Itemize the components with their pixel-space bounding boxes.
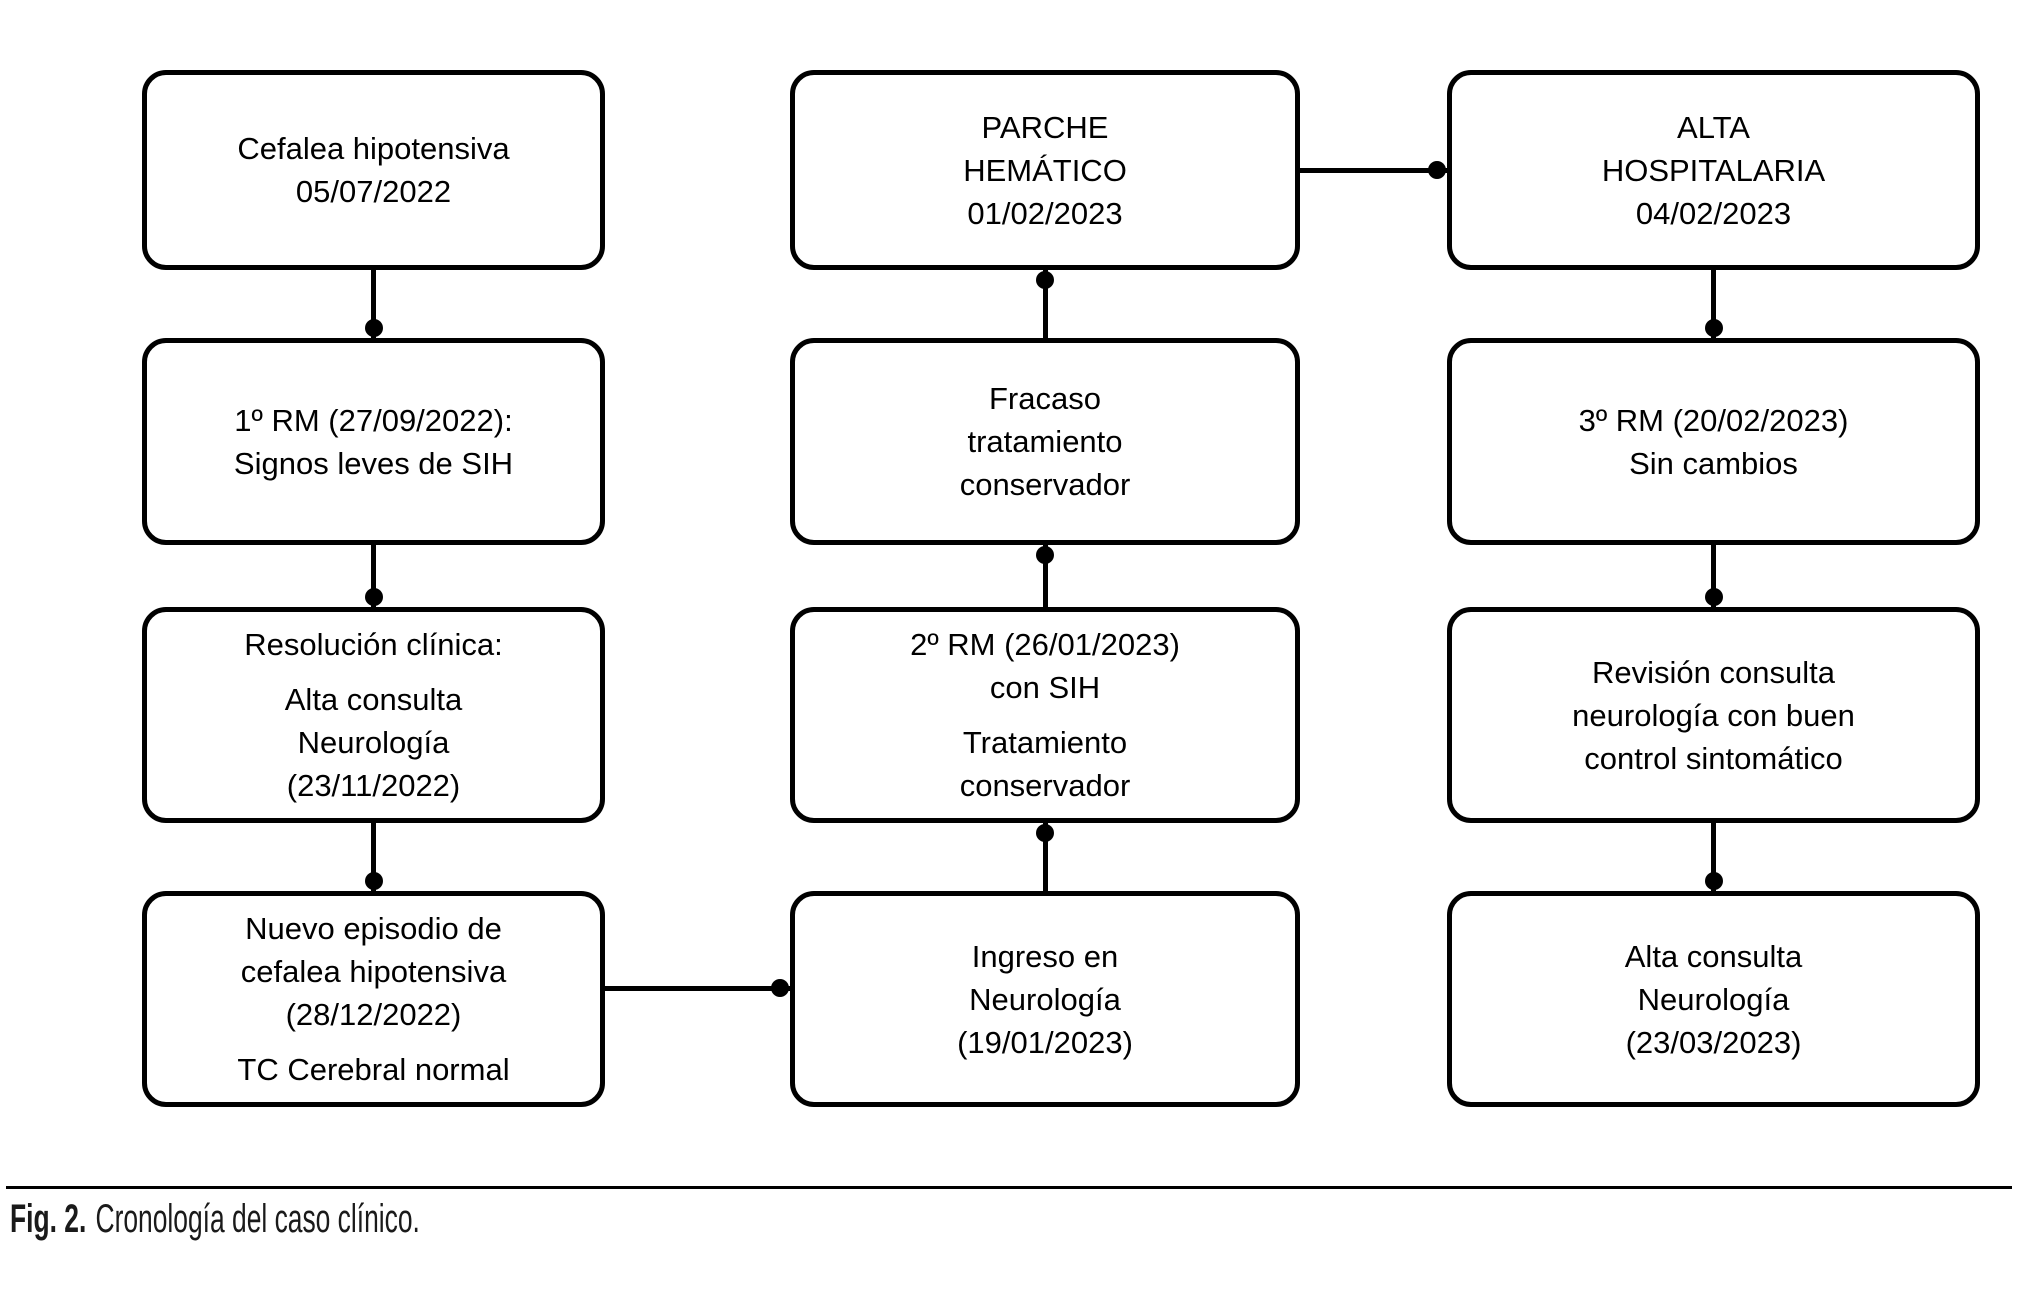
flow-line (1042, 270, 1048, 338)
box-text-line: Tratamiento (962, 725, 1128, 760)
box-text-line: control sintomático (1584, 740, 1843, 776)
box-text-line: 3º RM (20/02/2023) (1578, 402, 1849, 438)
flow-box-rm2: 2º RM (26/01/2023) con SIH Tratamiento cons… (790, 607, 1300, 823)
box-text-line: conservador (959, 768, 1131, 803)
flow-line (371, 545, 376, 607)
connector-dot (1036, 546, 1054, 564)
flow-box-alta-hospitalaria: ALTA HOSPITALARIA 04/02/2023 (1447, 70, 1980, 270)
box-text-line: HEMÁTICO (963, 152, 1127, 188)
connector-dot (1704, 588, 1723, 606)
box-text-line: Neurología (969, 981, 1121, 1017)
box-paragraph: Ingreso en Neurología (19/01/2023) (957, 935, 1133, 1064)
flow-line (1300, 167, 1447, 173)
box-text-line: Ingreso en (971, 938, 1119, 974)
flow-box-parche: PARCHE HEMÁTICO 01/02/2023 (790, 70, 1300, 270)
box-paragraph: Resolución clínica: (244, 623, 502, 666)
box-text-line: ALTA (1677, 109, 1750, 145)
flow-line (1711, 270, 1716, 338)
flow-box-rm1: 1º RM (27/09/2022): Signos leves de SIH (142, 338, 605, 545)
box-text-line: 1º RM (27/09/2022): (234, 402, 513, 438)
box-text-line: 01/02/2023 (967, 195, 1123, 231)
box-text-line: Alta consulta (1624, 938, 1803, 974)
box-text-line: HOSPITALARIA (1601, 152, 1826, 188)
connector-dot (1704, 872, 1723, 890)
box-text-line: (19/01/2023) (957, 1024, 1133, 1060)
flow-box-ingreso: Ingreso en Neurología (19/01/2023) (790, 891, 1300, 1107)
box-paragraph: 1º RM (27/09/2022): Signos leves de SIH (234, 399, 513, 485)
box-text-line: tratamiento (967, 424, 1123, 459)
flow-line (1042, 545, 1048, 607)
box-text-line: 05/07/2022 (295, 174, 452, 209)
box-paragraph: Tratamiento conservador (960, 721, 1131, 807)
box-text-line: PARCHE (981, 109, 1109, 145)
box-text-line: Revisión consulta (1592, 654, 1835, 690)
box-paragraph: Nuevo episodio de cefalea hipotensiva (28/… (241, 907, 506, 1036)
box-paragraph: Fracaso tratamiento conservador (960, 377, 1131, 506)
flow-line (1711, 823, 1716, 891)
flow-line (1711, 545, 1716, 607)
box-text-line: neurología con buen (1572, 697, 1855, 733)
figure-caption: Fig. 2.Cronología del caso clínico. (10, 1196, 420, 1242)
flow-line (371, 823, 376, 891)
flow-box-fracaso: Fracaso tratamiento conservador (790, 338, 1300, 545)
flow-line (1042, 823, 1048, 891)
connector-dot (1428, 161, 1446, 179)
box-text-line: 04/02/2023 (1635, 195, 1792, 231)
connector-dot (771, 979, 789, 997)
box-text-line: Alta consulta (284, 682, 463, 717)
flow-line (371, 270, 376, 338)
box-text-line: Neurología (1637, 981, 1790, 1017)
box-text-line: 2º RM (26/01/2023) (910, 627, 1180, 662)
box-text-line: Cefalea hipotensiva (237, 131, 510, 166)
box-paragraph: 3º RM (20/02/2023) Sin cambios (1579, 399, 1849, 485)
box-text-line: cefalea hipotensiva (240, 954, 507, 989)
box-text-line: Nuevo episodio de (245, 911, 502, 946)
caption-divider (6, 1186, 2012, 1189)
box-paragraph: Cefalea hipotensiva 05/07/2022 (237, 127, 509, 213)
caption-text: Cronología del caso clínico. (95, 1197, 420, 1241)
box-text-line: (23/03/2023) (1625, 1024, 1802, 1060)
connector-dot (1036, 271, 1054, 289)
box-paragraph: TC Cerebral normal (237, 1048, 509, 1091)
box-paragraph: Revisión consulta neurología con buen cont… (1572, 651, 1855, 780)
box-paragraph: 2º RM (26/01/2023) con SIH (910, 623, 1180, 709)
box-text-line: Sin cambios (1629, 445, 1798, 481)
caption-label: Fig. 2. (10, 1197, 87, 1241)
box-text-line: (23/11/2022) (286, 768, 461, 803)
connector-dot (364, 872, 383, 890)
connector-dot (364, 319, 383, 337)
box-text-line: con SIH (989, 670, 1101, 705)
box-text-line: TC Cerebral normal (237, 1052, 510, 1087)
connector-dot (364, 588, 383, 606)
flow-box-rm3: 3º RM (20/02/2023) Sin cambios (1447, 338, 1980, 545)
box-text-line: (28/12/2022) (285, 997, 462, 1032)
connector-dot (1036, 824, 1054, 842)
box-text-line: Signos leves de SIH (233, 445, 514, 481)
connector-dot (1704, 319, 1723, 337)
box-text-line: Fracaso (989, 381, 1101, 416)
flow-box-revision: Revisión consulta neurología con buen cont… (1447, 607, 1980, 823)
flow-box-cefalea: Cefalea hipotensiva 05/07/2022 (142, 70, 605, 270)
box-text-line: conservador (959, 467, 1131, 502)
box-paragraph: PARCHE HEMÁTICO 01/02/2023 (963, 106, 1127, 235)
box-text-line: Resolución clínica: (244, 627, 503, 662)
flow-line (605, 985, 790, 991)
box-paragraph: ALTA HOSPITALARIA 04/02/2023 (1602, 106, 1825, 235)
flow-box-nuevo-episodio: Nuevo episodio de cefalea hipotensiva (28/… (142, 891, 605, 1107)
box-text-line: Neurología (297, 725, 450, 760)
